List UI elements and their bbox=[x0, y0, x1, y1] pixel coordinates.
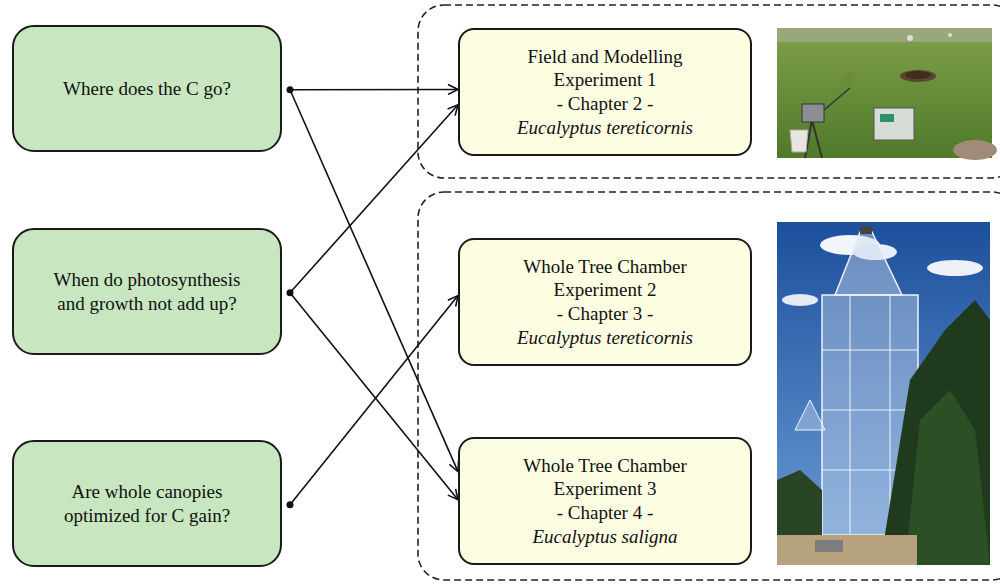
experiment-box: Whole Tree Chamber Experiment 2- Chapter… bbox=[458, 238, 752, 366]
chamber-photo bbox=[777, 222, 990, 565]
question-text: Are whole canopies optimized for C gain? bbox=[42, 480, 252, 528]
chapter-label: - Chapter 4 - bbox=[557, 501, 654, 525]
connector-arrow bbox=[287, 296, 459, 509]
species-name: Eucalyptus tereticornis bbox=[517, 326, 693, 350]
group-outline bbox=[418, 192, 1000, 580]
field-photo bbox=[777, 28, 997, 160]
experiment-box: Whole Tree Chamber Experiment 3- Chapter… bbox=[458, 437, 752, 565]
chapter-label: - Chapter 2 - bbox=[557, 92, 654, 116]
question-text: Where does the C go? bbox=[63, 77, 231, 101]
connector-arrow bbox=[290, 90, 458, 472]
experiment-title: Whole Tree Chamber Experiment 2 bbox=[505, 255, 705, 303]
species-name: Eucalyptus saligna bbox=[532, 525, 677, 549]
experiment-title: Whole Tree Chamber Experiment 3 bbox=[505, 454, 705, 502]
question-box: When do photosynthesis and growth not ad… bbox=[12, 228, 282, 355]
connector-arrow bbox=[290, 293, 458, 500]
group-outline bbox=[418, 5, 1000, 178]
question-box: Are whole canopies optimized for C gain? bbox=[12, 440, 282, 567]
connector-arrow bbox=[287, 86, 459, 93]
experiment-title: Field and Modelling Experiment 1 bbox=[505, 45, 705, 93]
species-name: Eucalyptus tereticornis bbox=[517, 116, 693, 140]
question-box: Where does the C go? bbox=[12, 25, 282, 152]
question-text: When do photosynthesis and growth not ad… bbox=[42, 268, 252, 316]
connector-arrow bbox=[287, 105, 459, 296]
chapter-label: - Chapter 3 - bbox=[557, 302, 654, 326]
experiment-box: Field and Modelling Experiment 1- Chapte… bbox=[458, 28, 752, 156]
